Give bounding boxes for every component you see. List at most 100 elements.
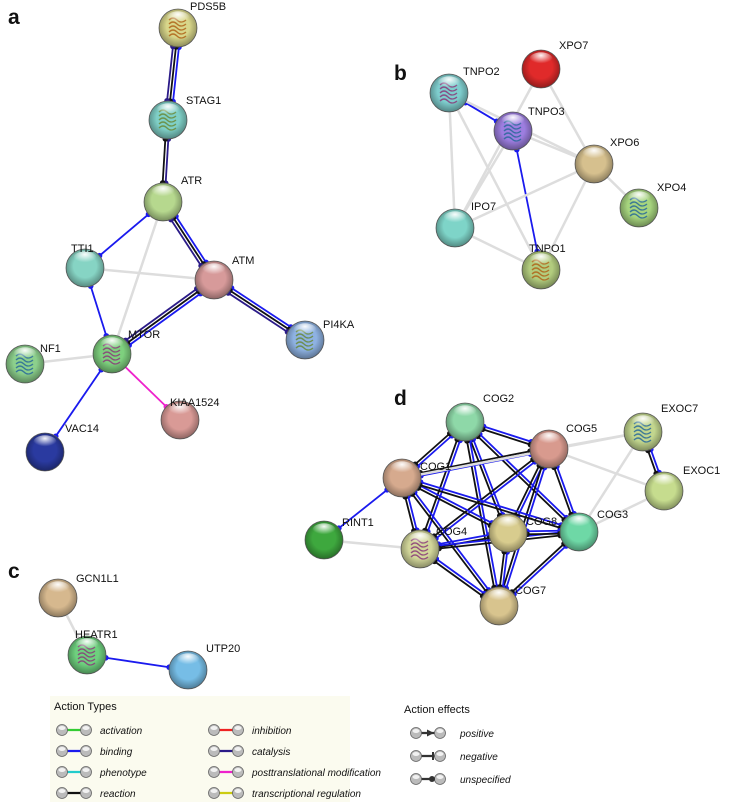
legend-label: phenotype — [99, 768, 147, 779]
legend-effect-unspecified: unspecified — [410, 773, 511, 786]
node-label: XPO6 — [610, 137, 639, 149]
node-atm[interactable]: ATM — [194, 255, 254, 300]
legend-label: posttranslational modification — [251, 768, 381, 779]
node-label: XPO7 — [559, 40, 588, 52]
edge-STAG1-ATR — [159, 136, 172, 186]
node-nf1[interactable]: NF1 — [5, 343, 61, 384]
node-tnpo1[interactable]: TNPO1 — [521, 243, 566, 290]
node-vac14[interactable]: VAC14 — [25, 423, 99, 472]
edge-ATR-ATM — [168, 213, 209, 269]
node-label: STAG1 — [186, 95, 221, 107]
legend-label: catalysis — [252, 747, 290, 758]
node-label: PDS5B — [190, 1, 226, 13]
legend-item-catalysis: catalysis — [208, 745, 290, 758]
legend-label: activation — [100, 726, 143, 737]
node-cog3[interactable]: COG3 — [559, 509, 628, 552]
node-label: EXOC7 — [661, 403, 698, 415]
node-label: ATM — [232, 255, 254, 267]
node-label: XPO4 — [657, 182, 686, 194]
node-label: TNPO1 — [529, 243, 566, 255]
node-label: GCN1L1 — [76, 573, 119, 585]
node-label: COG2 — [483, 393, 514, 405]
legend-item-transcriptional: transcriptional regulation — [208, 787, 361, 800]
node-label: COG8 — [526, 516, 557, 528]
node-xpo7[interactable]: XPO7 — [521, 40, 588, 89]
edge-TTI1-ATM — [84, 266, 215, 282]
legend-item-inhibition: inhibition — [208, 724, 292, 737]
node-label: COG1 — [420, 461, 451, 473]
legend-label: binding — [100, 747, 133, 758]
legend-label: transcriptional regulation — [252, 789, 361, 800]
edge-EXOC1-COG5 — [548, 447, 665, 493]
edge-TNPO2-IPO7 — [447, 92, 457, 229]
edge-XPO7-IPO7 — [453, 68, 543, 229]
edge-MTOR-KIAA1524 — [125, 366, 170, 410]
node-ipo7[interactable]: IPO7 — [435, 201, 496, 248]
legend-action-effects-title: Action effects — [404, 704, 470, 716]
node-cog1[interactable]: COG1 — [382, 458, 451, 498]
legend-item-activation: activation — [56, 724, 143, 737]
node-cog5[interactable]: COG5 — [529, 423, 597, 469]
node-kiaa1524[interactable]: KIAA1524 — [160, 397, 220, 440]
edge-XPO6-TNPO1 — [539, 163, 596, 271]
node-atr[interactable]: ATR — [143, 175, 202, 222]
legend-label: reaction — [100, 789, 136, 800]
node-exoc7[interactable]: EXOC7 — [623, 403, 698, 452]
node-pds5b[interactable]: PDS5B — [158, 1, 226, 48]
node-pi4ka[interactable]: PI4KA — [285, 319, 355, 360]
node-label: NF1 — [40, 343, 61, 355]
panel-letter-c: c — [8, 560, 20, 583]
node-mtor[interactable]: MTOR — [92, 329, 160, 374]
node-utp20[interactable]: UTP20 — [168, 643, 240, 690]
node-tti1[interactable]: TTI1 — [65, 243, 105, 288]
node-cog4[interactable]: COG4 — [400, 526, 467, 569]
node-cog7[interactable]: COG7 — [479, 585, 546, 626]
node-label: COG4 — [436, 526, 467, 538]
edge-HEATR1-UTP20 — [102, 654, 173, 671]
edge-EXOC7-EXOC1 — [645, 446, 662, 477]
edge-TTI1-MTOR — [87, 283, 110, 339]
edge-ATR-TTI1 — [96, 211, 152, 259]
node-xpo4[interactable]: XPO4 — [619, 182, 686, 228]
node-cog2[interactable]: COG2 — [445, 393, 514, 442]
edge-EXOC7-COG1 — [401, 430, 644, 480]
node-rint1[interactable]: RINT1 — [304, 517, 374, 560]
edge-TNPO2-TNPO1 — [447, 92, 543, 271]
node-label: KIAA1524 — [170, 397, 220, 409]
node-heatr1[interactable]: HEATR1 — [67, 629, 118, 675]
edge-COG2-COG5 — [479, 423, 535, 448]
node-label: TNPO3 — [528, 106, 565, 118]
legend-label: positive — [459, 729, 494, 740]
edge-XPO6-IPO7 — [454, 162, 595, 230]
panel-letter-b: b — [394, 62, 407, 85]
edge-COG5-COG3 — [551, 463, 577, 518]
node-cog8[interactable]: COG8 — [488, 513, 557, 553]
legend-item-reaction: reaction — [56, 787, 136, 800]
node-label: IPO7 — [471, 201, 496, 213]
legend-action-effects: Action effects positive negative unspecifi… — [404, 704, 511, 786]
legend-action-types-bg — [50, 696, 350, 802]
node-gcn1l1[interactable]: GCN1L1 — [38, 573, 119, 618]
edge-PDS5B-STAG1 — [164, 43, 182, 105]
node-xpo6[interactable]: XPO6 — [574, 137, 639, 184]
panel-letter-a: a — [8, 6, 20, 29]
node-label: EXOC1 — [683, 465, 720, 477]
legend-item-phenotype: phenotype — [56, 766, 147, 779]
node-label: TTI1 — [71, 243, 94, 255]
node-label: TNPO2 — [463, 66, 500, 78]
edge-ATR-MTOR — [110, 201, 165, 355]
legend-item-binding: binding — [56, 745, 133, 758]
node-tnpo3[interactable]: TNPO3 — [493, 106, 565, 151]
node-stag1[interactable]: STAG1 — [148, 95, 221, 140]
node-tnpo2[interactable]: TNPO2 — [429, 66, 500, 113]
legend-label: negative — [460, 752, 498, 763]
legend-item-ptm: posttranslational modification — [208, 766, 381, 779]
node-exoc1[interactable]: EXOC1 — [644, 465, 720, 511]
node-label: MTOR — [128, 329, 160, 341]
node-label: PI4KA — [323, 319, 355, 331]
edge-EXOC7-COG3 — [577, 431, 645, 533]
node-label: COG7 — [515, 585, 546, 597]
